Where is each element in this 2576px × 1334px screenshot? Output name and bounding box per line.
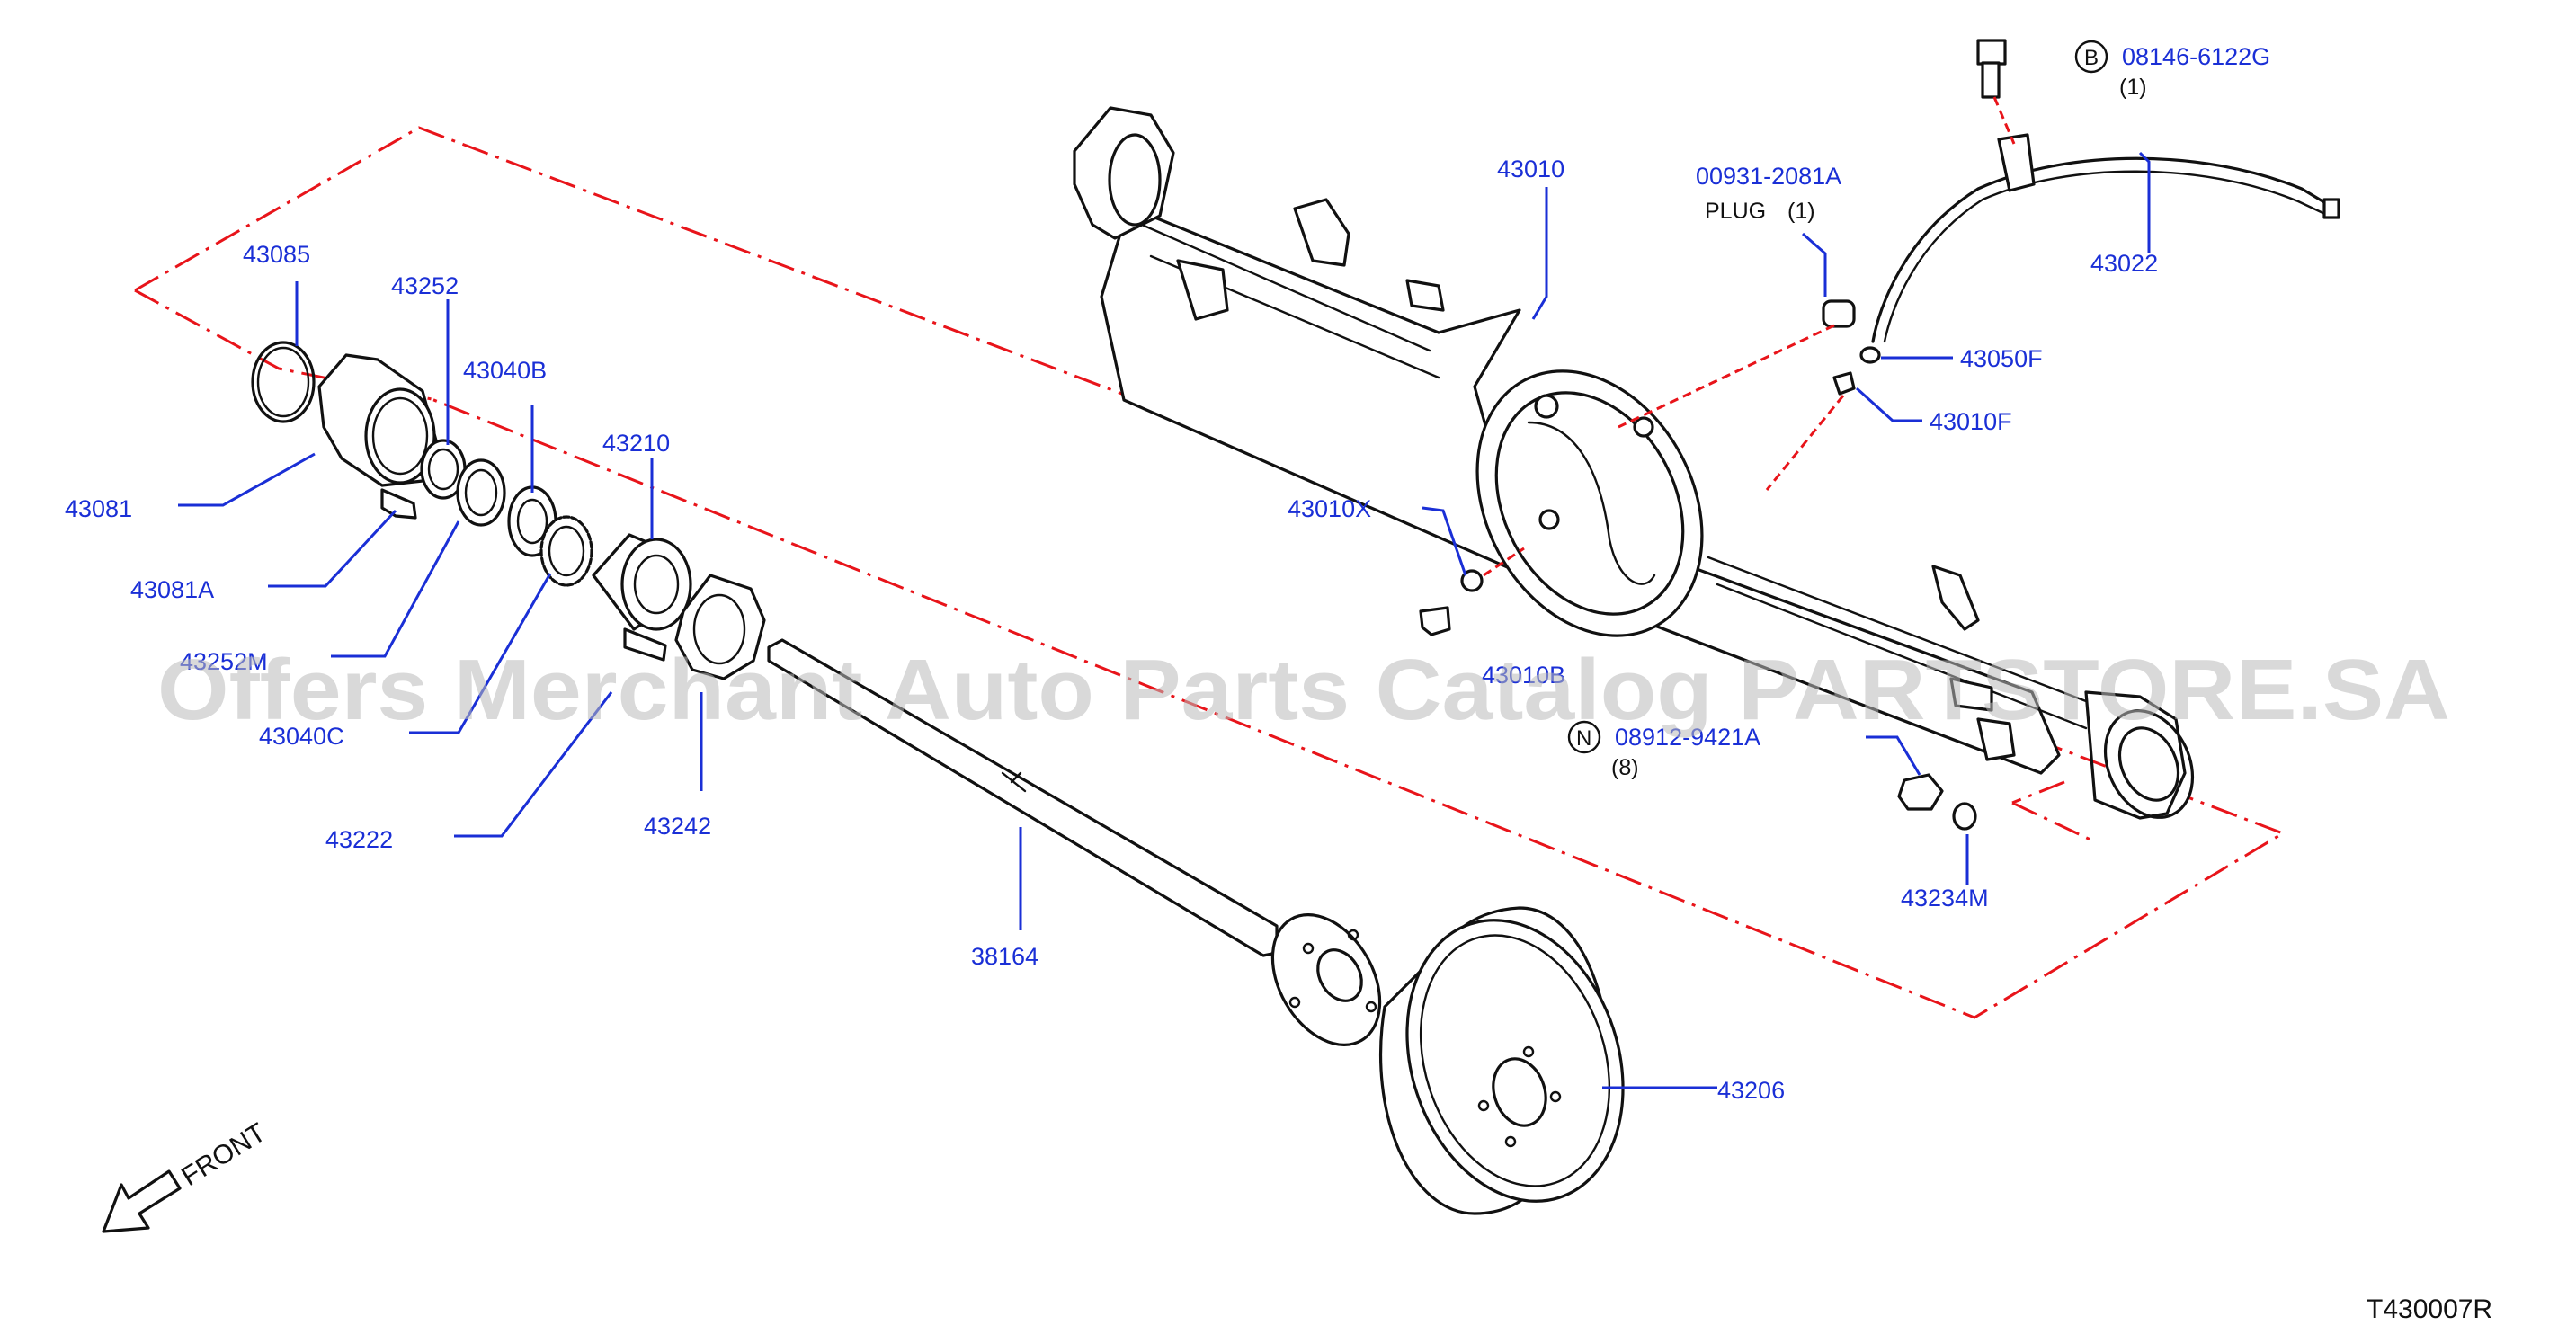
- axle-shaft-38164[interactable]: [767, 638, 1402, 1064]
- label-43050f: 43050F: [1960, 345, 2043, 372]
- label-43081: 43081: [65, 495, 132, 522]
- washer-43010x[interactable]: [1460, 569, 1484, 592]
- label-43010x: 43010X: [1288, 495, 1371, 522]
- label-43040c: 43040C: [259, 723, 344, 750]
- assembly-boundary-left: [134, 289, 432, 401]
- label-43010: 43010: [1497, 156, 1564, 182]
- badge-n-circle: [1567, 720, 1601, 754]
- bolt-08146[interactable]: [1976, 39, 2007, 99]
- bearing-43210[interactable]: [592, 533, 692, 631]
- leader-lines: [178, 151, 2151, 1089]
- seal-43252-inner: [427, 448, 459, 491]
- lock-washer-inner: [548, 525, 585, 577]
- diagram-code: T430007R: [2367, 1294, 2492, 1324]
- seal-43252m-inner: [464, 468, 498, 517]
- bolt-43081a[interactable]: [380, 488, 417, 520]
- watermark: Offers Merchant Auto Parts Catalog PARTS…: [157, 642, 2450, 738]
- o-ring-43085[interactable]: [251, 341, 316, 423]
- plug[interactable]: [1822, 299, 1856, 328]
- label-08912-9421a: 08912-9421A: [1615, 724, 1760, 751]
- plate-43242[interactable]: [674, 574, 766, 680]
- plug-guide: [1618, 324, 1835, 429]
- label-43022: 43022: [2090, 250, 2158, 277]
- label-00931-2081a: 00931-2081A: [1696, 163, 1841, 190]
- assembly-boundary: [134, 126, 2286, 1019]
- nut-43040b-inner: [516, 498, 548, 545]
- stud-43222[interactable]: [623, 627, 667, 662]
- washer-43234m[interactable]: [1952, 802, 1977, 831]
- label-08912-qty: (8): [1611, 755, 1639, 780]
- label-38164: 38164: [971, 943, 1038, 970]
- label-43252: 43252: [391, 272, 459, 299]
- badge-b: B: [2084, 46, 2099, 70]
- label-08146-qty: (1): [2119, 75, 2147, 100]
- label-08146-6122g: 08146-6122G: [2122, 43, 2270, 70]
- label-plug-qty: (1): [1787, 199, 1815, 224]
- front-arrow: [102, 1169, 182, 1233]
- label-43252m: 43252M: [180, 648, 268, 675]
- label-43085: 43085: [243, 241, 310, 268]
- brake-drum-43206[interactable]: [1372, 892, 1658, 1229]
- label-43242: 43242: [644, 813, 711, 840]
- plug-43010b[interactable]: [1419, 606, 1451, 636]
- label-43210: 43210: [602, 430, 670, 457]
- breather-pipe[interactable]: [1871, 133, 2340, 343]
- bolt-guide: [1992, 96, 2016, 145]
- connector-43050f[interactable]: [1859, 346, 1881, 364]
- label-43081a: 43081A: [130, 576, 214, 603]
- drain-guide: [1483, 547, 1525, 577]
- label-43010b: 43010B: [1482, 662, 1565, 689]
- fitting-guide: [1765, 395, 1845, 491]
- label-43222: 43222: [325, 826, 393, 853]
- label-43206: 43206: [1717, 1077, 1785, 1104]
- o-ring-inner: [256, 346, 310, 418]
- badge-b-circle: [2074, 40, 2108, 74]
- label-43040b: 43040B: [463, 357, 547, 384]
- bearing-cage-43081[interactable]: [317, 353, 438, 487]
- axle-housing[interactable]: [1073, 106, 2209, 832]
- nut-08912[interactable]: [1897, 773, 1944, 811]
- badge-n: N: [1576, 726, 1591, 751]
- front-label: FRONT: [176, 1117, 271, 1192]
- label-43010f: 43010F: [1930, 408, 2012, 435]
- label-plug: PLUG: [1705, 199, 1766, 224]
- label-43234m: 43234M: [1901, 885, 1989, 912]
- fitting-43010f[interactable]: [1832, 371, 1856, 396]
